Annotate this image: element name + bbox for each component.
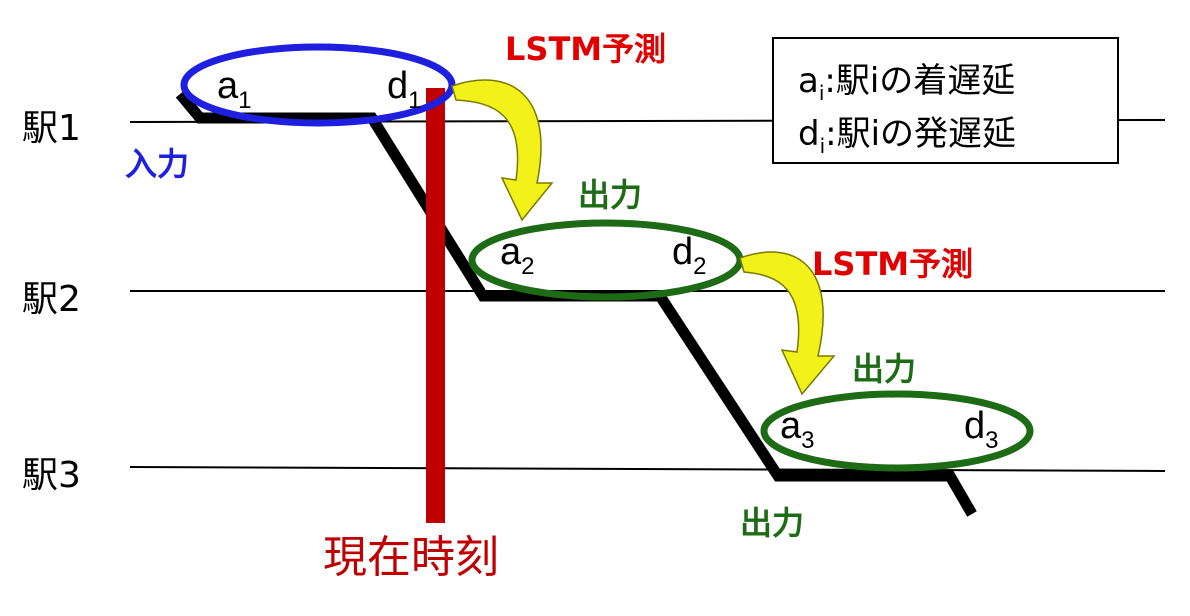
output-ellipse-station-3 xyxy=(760,390,1034,472)
output-label-3: 出力 xyxy=(740,504,804,542)
legend-row-departure-text: :駅iの発遅延 xyxy=(825,114,1016,154)
node-3-d-sub: 3 xyxy=(985,427,998,454)
legend-row-arrival-text: :駅iの着遅延 xyxy=(824,61,1015,101)
input-label: 入力 xyxy=(125,145,189,183)
legend-row-arrival: ai:駅iの着遅延 xyxy=(798,61,1015,105)
lstm-label-2: LSTM予測 xyxy=(812,245,973,283)
lstm-label-1: LSTM予測 xyxy=(505,30,666,68)
node-1-a: a1 xyxy=(217,65,252,114)
node-1-d: d1 xyxy=(387,65,422,114)
current-time-bar xyxy=(426,88,445,523)
legend-row-departure-sub: i xyxy=(820,134,826,158)
output-label-1: 出力 xyxy=(578,176,642,214)
input-ellipse-station-1 xyxy=(180,43,456,127)
current-time-label: 現在時刻 xyxy=(323,532,499,583)
node-2-a: a2 xyxy=(500,231,535,280)
station-line-3 xyxy=(129,466,1166,472)
legend-row-arrival-sub: i xyxy=(819,81,825,105)
prediction-arrow-2 xyxy=(739,251,836,396)
station-label-2: 駅2 xyxy=(22,279,81,320)
node-1-a-sub: 1 xyxy=(238,87,251,114)
prediction-arrow-1 xyxy=(451,79,554,222)
node-3-a: a3 xyxy=(780,405,815,454)
station-label-3: 駅3 xyxy=(22,455,81,496)
node-3-a-sub: 3 xyxy=(801,427,814,454)
node-3-d: d3 xyxy=(964,405,999,454)
node-2-d-sub: 2 xyxy=(693,253,706,280)
legend-row-departure: di:駅iの発遅延 xyxy=(798,114,1016,158)
node-1-d-sub: 1 xyxy=(408,87,421,114)
station-label-1: 駅1 xyxy=(22,108,81,149)
node-2-a-sub: 2 xyxy=(521,253,534,280)
legend-box: ai:駅iの着遅延 di:駅iの発遅延 xyxy=(772,37,1119,164)
node-2-d: d2 xyxy=(672,231,707,280)
output-label-2: 出力 xyxy=(852,350,916,388)
